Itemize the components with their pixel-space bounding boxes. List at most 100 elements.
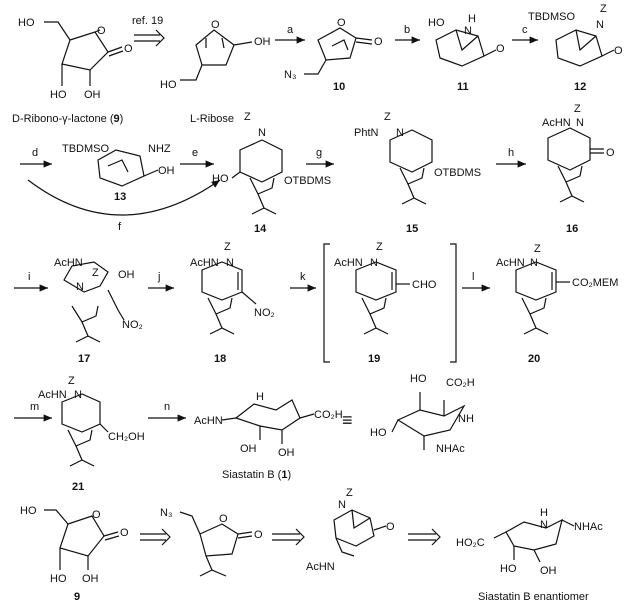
- atom-ZN: Z: [68, 375, 75, 387]
- atom-N3: N₃: [160, 507, 172, 519]
- step-f: f: [118, 221, 122, 233]
- atom-N: N: [530, 257, 538, 269]
- atom-OTBDMS: OTBDMS: [434, 167, 481, 179]
- atom-O: O: [496, 43, 505, 55]
- atom-OH: OH: [240, 443, 257, 455]
- atom-AcHN: AcHN: [306, 561, 335, 573]
- compound-11: HO H N O 11: [428, 13, 505, 93]
- bracket-right: [450, 243, 457, 363]
- compound-10: O O N₃ 10: [284, 17, 383, 93]
- atom-TBDMSO: TBDMSO: [528, 11, 576, 23]
- atom-HO: HO: [20, 505, 37, 517]
- label-10: 10: [333, 81, 345, 93]
- label-16: 16: [566, 223, 578, 235]
- step-h: h: [508, 147, 514, 159]
- atom-CO2MEM: CO₂MEM: [572, 277, 618, 289]
- atom-O: O: [211, 19, 220, 31]
- atom-N: N: [396, 127, 404, 139]
- compound-17: AcHN Z N OH NO₂ 17: [54, 257, 143, 365]
- atom-AcHN: AcHN: [54, 257, 83, 269]
- atom-O: O: [92, 509, 101, 521]
- atom-HO: HO: [50, 573, 67, 585]
- retro-arrow-2: [272, 528, 305, 546]
- compound-l-ribose: O OH HO L-Ribose: [160, 19, 271, 125]
- compound-azido-lactone: N₃ O O: [160, 507, 263, 577]
- atom-O: O: [374, 36, 383, 48]
- label-11: 11: [457, 81, 469, 93]
- atom-TBDMSO: TBDMSO: [62, 143, 110, 155]
- label-14: 14: [254, 223, 267, 235]
- label-17: 17: [78, 353, 90, 365]
- atom-N: N: [540, 519, 548, 531]
- atom-N: N: [258, 127, 266, 139]
- atom-AcHN: AcHN: [190, 257, 219, 269]
- atom-O: O: [97, 25, 106, 37]
- step-l: l: [472, 271, 474, 283]
- atom-CO2H: CO₂H: [446, 377, 475, 389]
- atom-N: N: [464, 25, 472, 37]
- atom-HO: HO: [428, 17, 445, 29]
- atom-OH: OH: [254, 36, 271, 48]
- atom-Z: Z: [574, 103, 581, 115]
- atom-OH: OH: [278, 447, 295, 459]
- arrow-i: i: [14, 271, 48, 292]
- arrow-l: l: [462, 271, 490, 292]
- atom-HO: HO: [410, 373, 427, 385]
- atom-O: O: [124, 43, 133, 55]
- arrow-b: b: [395, 24, 420, 44]
- atom-Z: Z: [600, 3, 607, 15]
- atom-OH: OH: [118, 269, 135, 281]
- step-e: e: [192, 147, 198, 159]
- atom-HO: HO: [160, 79, 177, 91]
- step-k: k: [300, 271, 306, 283]
- step-j: j: [157, 271, 160, 283]
- arrow-g: g: [306, 147, 334, 168]
- atom-N: N: [226, 257, 234, 269]
- atom-NHZ: NHZ: [148, 143, 171, 155]
- step-c: c: [522, 24, 528, 36]
- arrow-k: k: [290, 271, 316, 292]
- arrow-h: h: [496, 147, 526, 168]
- atom-HO: HO: [500, 563, 517, 575]
- compound-9-top: HO O O HO OH D-Ribono-γ-lactone (9): [12, 17, 133, 125]
- arrow-e: e: [180, 147, 214, 168]
- atom-HO: HO: [18, 17, 35, 29]
- atom-Z: Z: [224, 241, 231, 253]
- label-19: 19: [368, 353, 380, 365]
- label-12: 12: [574, 81, 586, 93]
- atom-HO: HO: [370, 427, 387, 439]
- compound-9-caption: D-Ribono-γ-lactone (9): [12, 113, 123, 125]
- atom-HO: HO: [212, 173, 229, 185]
- arrow-n: n: [148, 401, 186, 422]
- atom-AcHN: AcHN: [334, 257, 363, 269]
- step-n: n: [164, 401, 170, 413]
- compound-14: Z N HO OTBDMS 14: [212, 111, 331, 235]
- compound-19: Z AcHN N CHO 19: [334, 241, 437, 365]
- arrow-a: a: [275, 24, 305, 44]
- compound-siastatin-b: H AcHN CO₂H OH OH Siastatin B (1): [194, 391, 343, 481]
- atom-O: O: [219, 513, 228, 525]
- atom-O: O: [337, 17, 346, 29]
- equivalence-symbol: ≡: [342, 410, 353, 430]
- step-b: b: [404, 24, 410, 36]
- step-i: i: [28, 271, 30, 283]
- compound-siastatin-chair: HO CO₂H HO NH NHAc: [370, 373, 475, 455]
- label-13: 13: [114, 191, 126, 203]
- atom-N: N: [370, 257, 378, 269]
- bracket-left: [323, 243, 330, 363]
- atom-HO: HO: [50, 89, 67, 101]
- atom-O: O: [386, 521, 395, 533]
- atom-CH2OH: CH₂OH: [108, 431, 145, 443]
- compound-20: Z AcHN N CO₂MEM 20: [496, 243, 618, 365]
- label-21: 21: [72, 481, 84, 493]
- atom-Z: Z: [376, 241, 383, 253]
- atom-NH: NH: [458, 413, 474, 425]
- atom-N: N: [76, 281, 84, 293]
- atom-H: H: [468, 13, 476, 25]
- arrow-c: c: [512, 24, 538, 44]
- atom-N: N: [74, 389, 82, 401]
- arrow-j: j: [148, 271, 174, 292]
- atom-O: O: [606, 147, 615, 159]
- atom-NH-H: H: [256, 391, 264, 403]
